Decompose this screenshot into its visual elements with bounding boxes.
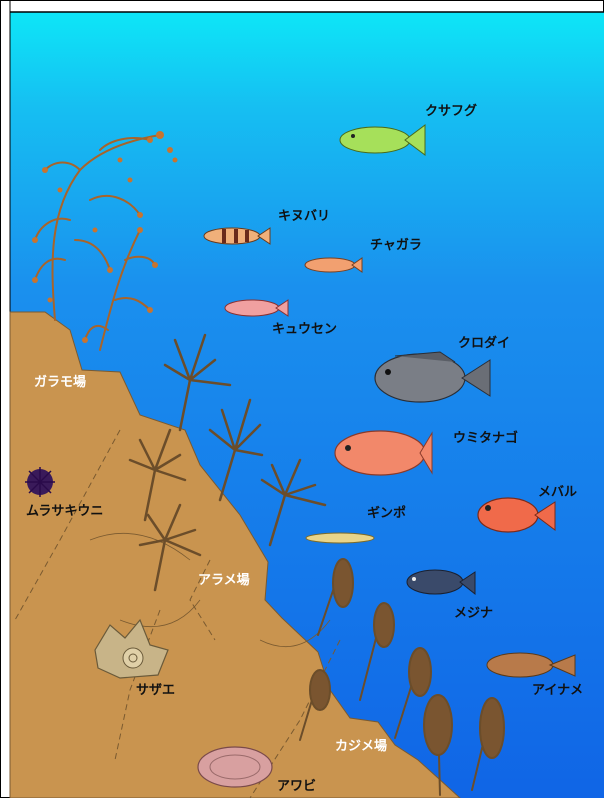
label-mejina: メジナ <box>454 606 493 621</box>
label-kurodai: クロダイ <box>458 335 510 351</box>
label-chagara: チャガラ <box>370 238 422 253</box>
label-ainame: アイナメ <box>532 683 583 698</box>
abalone-awabi <box>198 747 272 787</box>
label-murasakiuni: ムラサキウニ <box>26 504 103 519</box>
fish-ginpo <box>306 533 374 543</box>
sea-urchin-murasakiuni <box>25 467 55 497</box>
label-arameba: アラメ場 <box>198 572 250 588</box>
label-ginpo: ギンポ <box>367 505 406 521</box>
label-sazae: サザエ <box>136 683 175 698</box>
label-awabi: アワビ <box>277 778 316 794</box>
label-umitanago: ウミタナゴ <box>453 430 518 446</box>
label-kyusen: キュウセン <box>272 322 337 337</box>
label-kajimeba: カジメ場 <box>335 738 387 754</box>
label-kinubari: キヌバリ <box>278 209 330 224</box>
label-kusafugu: クサフグ <box>425 103 477 119</box>
label-mebaru: メバル <box>538 485 577 500</box>
label-garamoba: ガラモ場 <box>34 374 86 390</box>
